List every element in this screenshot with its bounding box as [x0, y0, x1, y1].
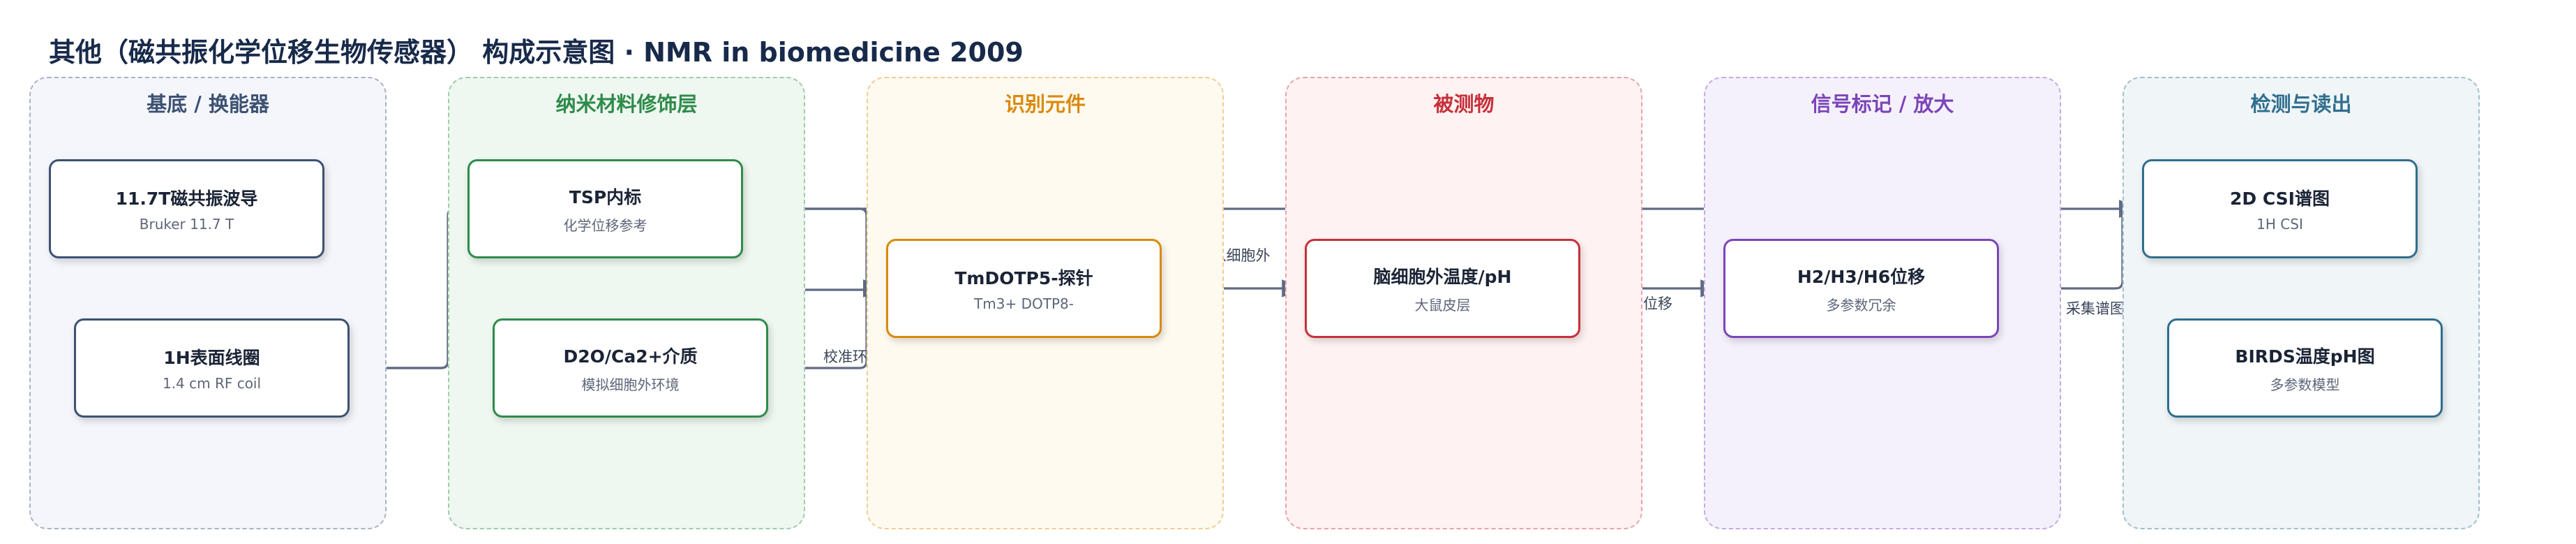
node-subtitle: 化学位移参考 [563, 216, 647, 234]
node-csi[interactable]: 2D CSI谱图 1H CSI [2142, 159, 2418, 258]
group-title: 纳米材料修饰层 [555, 92, 698, 116]
node-title: BIRDS温度pH图 [2235, 346, 2375, 367]
group-title: 基底 / 换能器 [147, 92, 269, 116]
node-title: TSP内标 [569, 186, 642, 207]
group-readout: 检测与读出 [2122, 77, 2480, 529]
node-birds[interactable]: BIRDS温度pH图多参数模型 [2167, 318, 2443, 418]
node-coil[interactable]: 1H表面线圈 1.4 cm RF coil [74, 318, 350, 418]
group-substrate: 基底 / 换能器 [29, 77, 387, 529]
node-subtitle: 大鼠皮层 [1414, 296, 1471, 314]
node-title: 脑细胞外温度/pH [1373, 266, 1512, 287]
diagram-title: 其他（磁共振化学位移生物传感器） 构成示意图 · NMR in biomedic… [49, 37, 1024, 68]
node-probe[interactable]: TmDOTP5-探针 Tm3+ DOTP8- [886, 239, 1162, 338]
node-tsp[interactable]: TSP内标化学位移参考 [467, 159, 743, 258]
group-title: 识别元件 [1004, 92, 1086, 116]
node-analyte[interactable]: 脑细胞外温度/pH 大鼠皮层 [1305, 239, 1580, 338]
node-subtitle: 多参数模型 [2270, 376, 2340, 393]
node-medium[interactable]: D2O/Ca2+介质模拟细胞外环境 [493, 318, 768, 418]
node-title: 11.7T磁共振波导 [115, 189, 258, 209]
node-shift[interactable]: H2/H3/H6位移多参数冗余 [1723, 239, 1999, 338]
group-title: 检测与读出 [2250, 92, 2352, 116]
node-subtitle: 多参数冗余 [1826, 296, 1896, 314]
node-title: H2/H3/H6位移 [1797, 266, 1926, 287]
node-subtitle: 1.4 cm RF coil [162, 375, 262, 392]
edge-label: 采集谱图 [2066, 300, 2125, 317]
group-nano: 纳米材料修饰层 [448, 77, 805, 529]
node-subtitle: Tm3+ DOTP8- [974, 295, 1074, 312]
group-title: 信号标记 / 放大 [1811, 92, 1954, 116]
group-title: 被测物 [1433, 92, 1495, 116]
node-subtitle: 1H CSI [2256, 216, 2303, 233]
node-subtitle: Bruker 11.7 T [139, 216, 234, 233]
node-title: D2O/Ca2+介质 [563, 346, 698, 367]
node-title: TmDOTP5-探针 [954, 268, 1093, 288]
node-magnet[interactable]: 11.7T磁共振波导 Bruker 11.7 T [49, 159, 324, 258]
node-subtitle: 模拟细胞外环境 [581, 376, 680, 393]
node-title: 1H表面线圈 [163, 348, 260, 368]
node-title: 2D CSI谱图 [2230, 189, 2330, 209]
